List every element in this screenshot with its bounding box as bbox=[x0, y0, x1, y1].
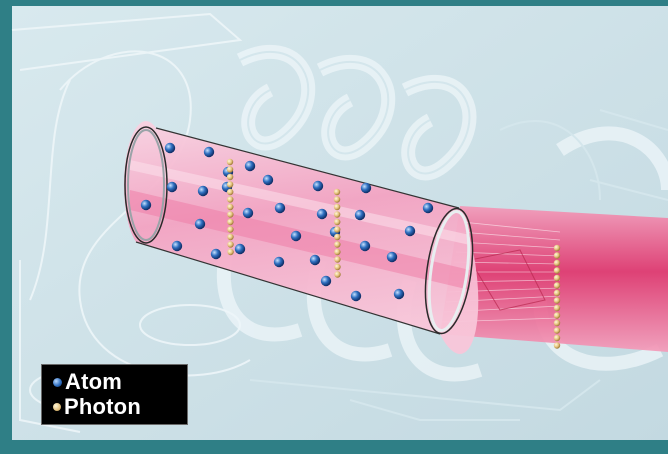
atom bbox=[211, 249, 221, 259]
photon bbox=[554, 305, 560, 311]
photon bbox=[334, 226, 340, 232]
photon-icon bbox=[53, 403, 61, 411]
atom bbox=[274, 257, 284, 267]
photon bbox=[227, 204, 233, 210]
photon bbox=[554, 335, 560, 341]
atom bbox=[245, 161, 255, 171]
legend-atom-label: Atom bbox=[65, 370, 122, 394]
photon bbox=[227, 241, 233, 247]
atom bbox=[394, 289, 404, 299]
legend-photon-row: Photon bbox=[53, 395, 141, 419]
legend-atom-row: Atom bbox=[53, 370, 122, 394]
atom bbox=[321, 276, 331, 286]
photon bbox=[334, 241, 340, 247]
atom bbox=[141, 200, 151, 210]
atom bbox=[387, 252, 397, 262]
photon bbox=[554, 260, 560, 266]
atom bbox=[198, 186, 208, 196]
photon bbox=[554, 327, 560, 333]
photon bbox=[554, 312, 560, 318]
legend: Atom Photon bbox=[41, 364, 188, 425]
atom bbox=[235, 244, 245, 254]
photon bbox=[554, 320, 560, 326]
photon bbox=[554, 252, 560, 258]
photon bbox=[227, 211, 233, 217]
atom bbox=[360, 241, 370, 251]
atom-icon bbox=[53, 378, 62, 387]
photon bbox=[334, 211, 340, 217]
atom bbox=[405, 226, 415, 236]
photon bbox=[554, 245, 560, 251]
atom bbox=[275, 203, 285, 213]
photon bbox=[334, 204, 340, 210]
atom bbox=[167, 182, 177, 192]
atom bbox=[165, 143, 175, 153]
atom bbox=[204, 147, 214, 157]
photon bbox=[227, 234, 233, 240]
atom bbox=[263, 175, 273, 185]
atom bbox=[423, 203, 433, 213]
photon bbox=[227, 226, 233, 232]
photon bbox=[334, 249, 340, 255]
atom bbox=[172, 241, 182, 251]
photon bbox=[334, 271, 340, 277]
photon bbox=[227, 174, 233, 180]
atom bbox=[195, 219, 205, 229]
photon bbox=[227, 196, 233, 202]
photon bbox=[334, 219, 340, 225]
atom bbox=[243, 208, 253, 218]
photon bbox=[227, 249, 233, 255]
photon bbox=[334, 189, 340, 195]
photon bbox=[227, 159, 233, 165]
photon bbox=[227, 181, 233, 187]
photon bbox=[227, 189, 233, 195]
photon bbox=[554, 342, 560, 348]
atom bbox=[351, 291, 361, 301]
photon bbox=[554, 297, 560, 303]
photon bbox=[554, 282, 560, 288]
atom bbox=[291, 231, 301, 241]
atom bbox=[317, 209, 327, 219]
atom bbox=[355, 210, 365, 220]
photon bbox=[554, 267, 560, 273]
atom bbox=[310, 255, 320, 265]
photon bbox=[227, 166, 233, 172]
legend-photon-label: Photon bbox=[64, 395, 141, 419]
photon bbox=[334, 264, 340, 270]
photon bbox=[334, 196, 340, 202]
photon bbox=[554, 290, 560, 296]
photon bbox=[554, 275, 560, 281]
atom bbox=[313, 181, 323, 191]
photon bbox=[227, 219, 233, 225]
photon bbox=[334, 234, 340, 240]
photon bbox=[334, 256, 340, 262]
atom bbox=[361, 183, 371, 193]
